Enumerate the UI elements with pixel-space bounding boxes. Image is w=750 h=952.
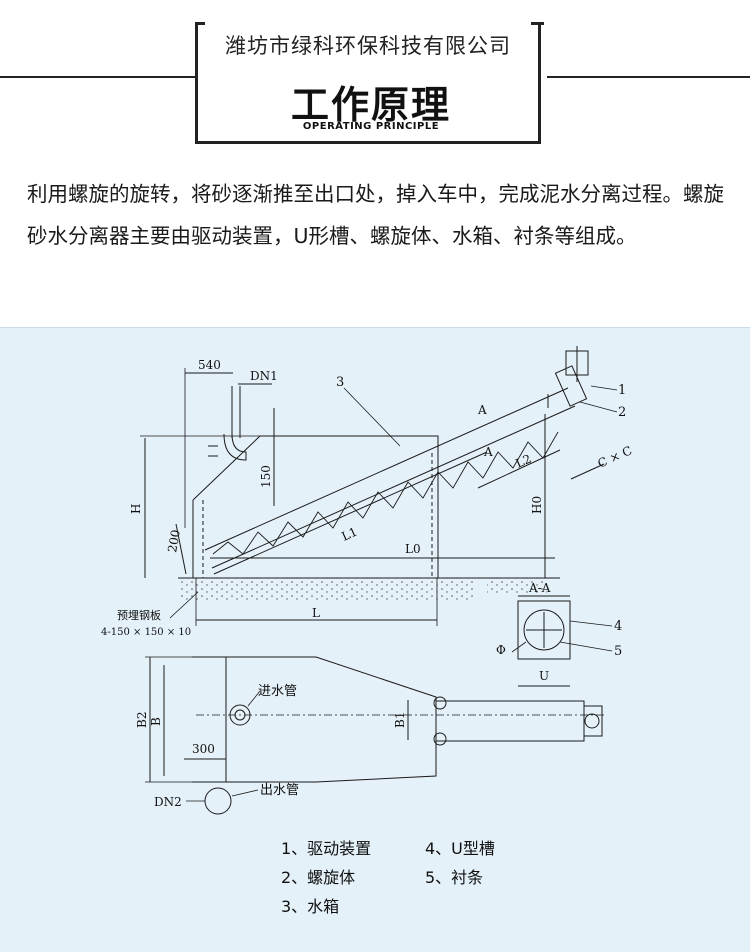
outlet-leader bbox=[231, 789, 259, 797]
dim-dn1: DN1 bbox=[250, 369, 278, 383]
company-name: 潍坊市绿科环保科技有限公司 bbox=[225, 34, 511, 58]
plan-trough bbox=[435, 700, 585, 742]
diagram-panel: 540 DN1 150 H 200 L1 L0 L L2 H0 C × C A … bbox=[0, 327, 750, 952]
principle-description: 利用螺旋的旋转，将砂逐渐推至出口处，掉入车中，完成泥水分离过程。螺旋砂水分离器主… bbox=[27, 182, 724, 248]
dim-u: U bbox=[539, 669, 549, 683]
plan-drive bbox=[583, 705, 603, 737]
embedded-plate-label: 预埋钢板 bbox=[117, 608, 161, 622]
legend-item-3: 3、水箱 bbox=[281, 897, 339, 916]
drive-head bbox=[554, 365, 588, 407]
callout-3: 3 bbox=[336, 375, 344, 390]
dim-l2: L2 bbox=[514, 452, 534, 471]
legend-item-1: 1、驱动装置 bbox=[281, 839, 371, 858]
page-subtitle: OPERATING PRINCIPLE bbox=[302, 121, 440, 132]
legend-item-4: 4、U型槽 bbox=[425, 839, 495, 858]
title-frame-top-left bbox=[195, 22, 205, 25]
dim-l0: L0 bbox=[405, 542, 421, 556]
inlet-pipe-label: 进水管 bbox=[258, 684, 297, 699]
foundation-gravel-2 bbox=[487, 578, 547, 594]
dim-l1: L1 bbox=[340, 525, 360, 544]
dim-200: 200 bbox=[165, 529, 183, 554]
callout-4: 4 bbox=[614, 619, 622, 634]
section-mark-a-bottom: A bbox=[483, 445, 493, 459]
dim-dn2: DN2 bbox=[154, 795, 182, 809]
water-tank-outline bbox=[192, 435, 439, 578]
outlet-pipe-label: 出水管 bbox=[260, 783, 299, 798]
separator-drawing: 540 DN1 150 H 200 L1 L0 L L2 H0 C × C A … bbox=[101, 346, 635, 916]
page-title: 工作原理 bbox=[290, 83, 451, 127]
title-frame bbox=[195, 22, 541, 144]
header-rule-left bbox=[0, 76, 195, 78]
callout-2-leader bbox=[579, 401, 618, 413]
dim-l1-line bbox=[213, 451, 488, 575]
dim-b2: B2 bbox=[135, 712, 149, 728]
plan-bolt-b bbox=[433, 732, 447, 746]
dim-l: L bbox=[312, 606, 320, 620]
dim-cxc-line bbox=[570, 463, 605, 480]
legend-item-2: 2、螺旋体 bbox=[281, 868, 355, 887]
screw-section-circle bbox=[523, 609, 565, 651]
callout-5: 5 bbox=[614, 644, 622, 659]
callout-3-leader bbox=[343, 387, 401, 447]
dim-150: 150 bbox=[259, 465, 273, 488]
dim-phi: Φ bbox=[496, 643, 506, 657]
dim-300: 300 bbox=[192, 742, 215, 756]
dim-200-line bbox=[175, 523, 187, 575]
dim-b: B bbox=[149, 717, 163, 726]
screw-flight bbox=[212, 431, 559, 555]
plan-drive-circle bbox=[584, 713, 600, 729]
callout-4-leader bbox=[569, 620, 613, 627]
trough-bottom-edge bbox=[211, 405, 576, 569]
callout-2: 2 bbox=[618, 405, 626, 420]
plan-outlet-pipe bbox=[204, 787, 232, 815]
callout-1: 1 bbox=[618, 383, 626, 398]
legend-item-5: 5、衬条 bbox=[425, 868, 483, 887]
inlet-leader bbox=[247, 690, 261, 707]
dim-540: 540 bbox=[198, 358, 221, 372]
callout-5-leader bbox=[559, 641, 613, 652]
trough-top-edge bbox=[204, 387, 569, 551]
foundation-gravel bbox=[180, 578, 475, 600]
title-frame-top-right bbox=[531, 22, 544, 25]
embedded-plate-spec: 4-150 × 150 × 10 bbox=[101, 627, 191, 638]
plate-leader bbox=[169, 591, 199, 619]
u-trough-section bbox=[517, 600, 571, 660]
dim-cxc: C × C bbox=[596, 443, 635, 470]
callout-1-leader bbox=[590, 385, 618, 391]
plan-bolt-a bbox=[433, 696, 447, 710]
dim-h: H bbox=[129, 504, 143, 514]
dim-l2-line bbox=[477, 449, 561, 489]
phi-leader bbox=[511, 641, 527, 653]
section-aa-label: A-A bbox=[528, 581, 551, 595]
dim-h0: H0 bbox=[530, 496, 544, 514]
inlet-elbow bbox=[223, 433, 247, 461]
dim-b1: B1 bbox=[393, 712, 407, 728]
section-mark-a-top: A bbox=[477, 403, 487, 417]
header-rule-right bbox=[547, 76, 750, 78]
